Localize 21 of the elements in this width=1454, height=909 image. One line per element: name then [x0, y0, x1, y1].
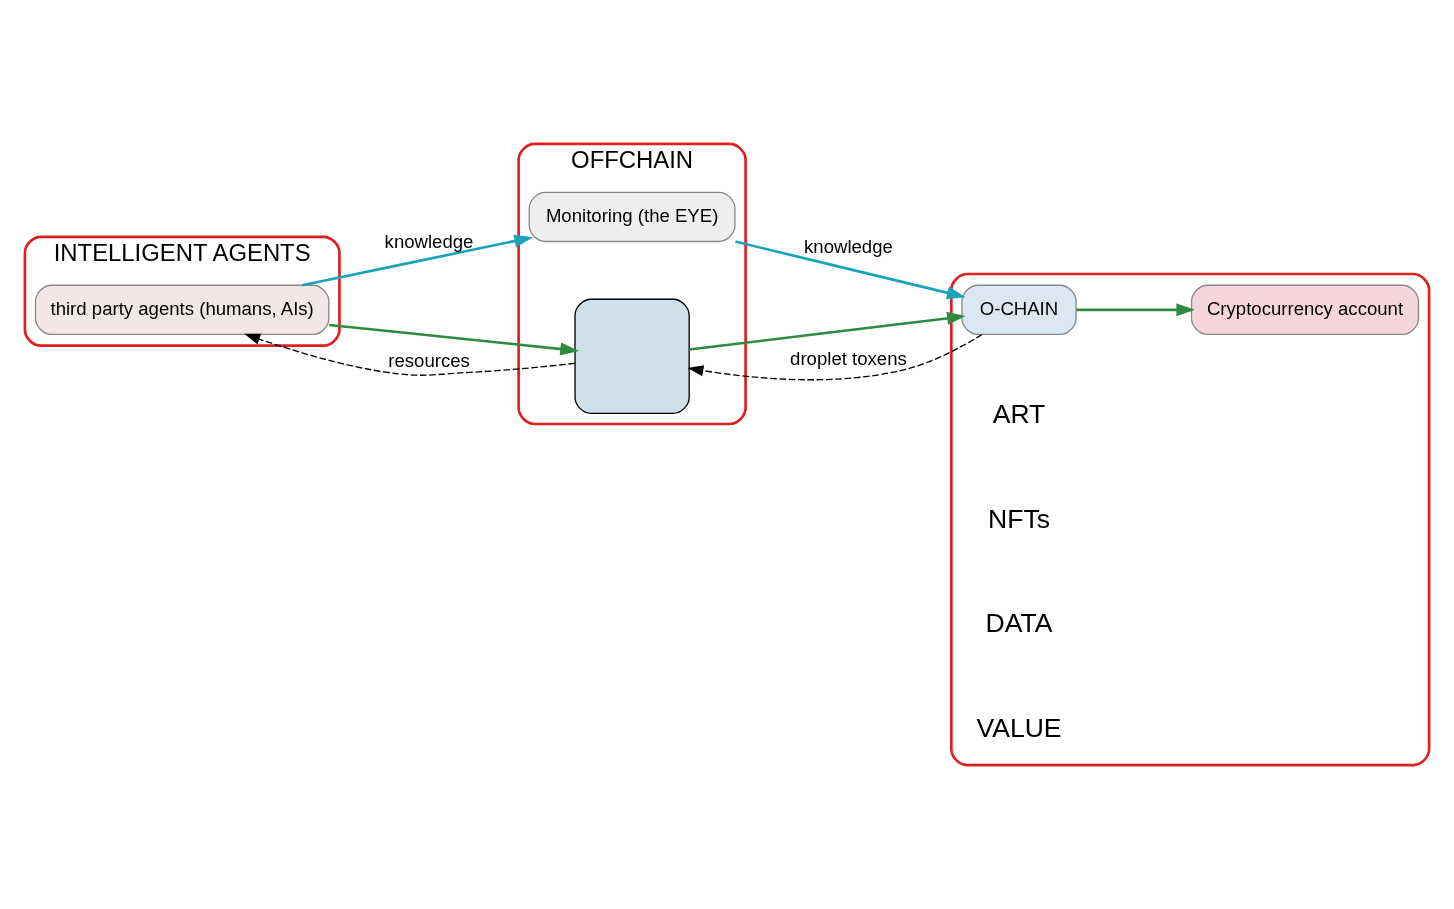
arrow [1076, 303, 1195, 317]
edge-label: knowledge [804, 236, 893, 258]
node-box: third party agents (humans, AIs) [34, 284, 330, 336]
arrow [301, 234, 533, 287]
node-box: Cryptocurrency account [1190, 284, 1420, 336]
node-box [574, 298, 690, 415]
arrow [244, 333, 576, 376]
node-box: O-CHAIN [961, 284, 1077, 336]
arrow [329, 323, 579, 356]
arrow [735, 240, 966, 300]
edge-label: knowledge [384, 230, 474, 252]
edge-label: resources [388, 350, 470, 372]
label: DATA [985, 608, 1053, 639]
arrow [689, 311, 966, 351]
label: NFTs [988, 503, 1050, 534]
label: ART [992, 398, 1046, 429]
label: VALUE [976, 713, 1062, 744]
node-box: Monitoring (the EYE) [528, 191, 736, 243]
arrow [687, 333, 983, 381]
edge-label: droplet toxens [790, 347, 907, 369]
cluster [949, 272, 1431, 767]
